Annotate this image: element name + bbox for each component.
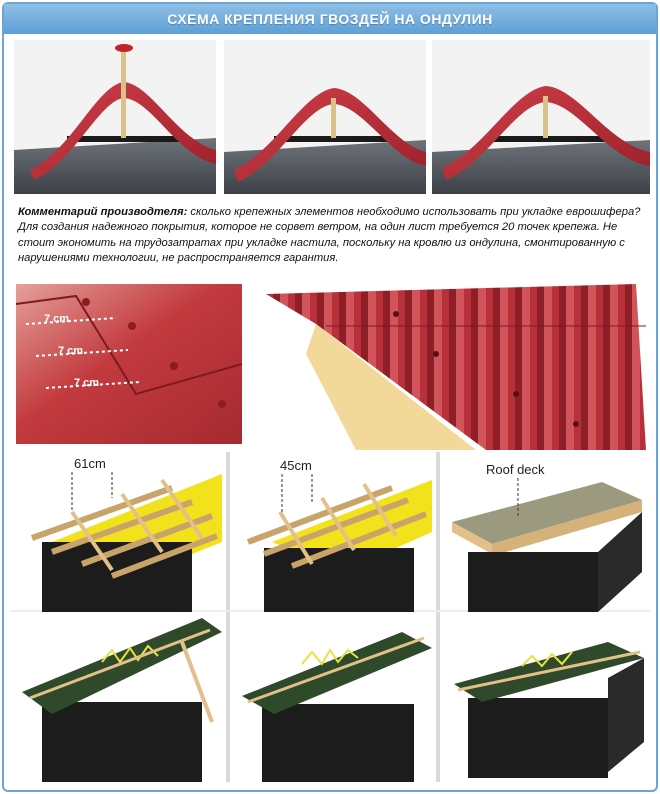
finished-roof-2 xyxy=(242,632,432,782)
title-banner: СХЕМА КРЕПЛЕНИЯ ГВОЗДЕЙ НА ОНДУЛИН xyxy=(4,4,656,34)
comment-body: сколько крепежных элементов необходимо и… xyxy=(18,206,641,265)
overlap-detail: 7 cm 7 cm 7 cm xyxy=(16,284,243,444)
comment-lead: Комментарий производтеля: xyxy=(18,206,188,218)
overlap-illustrations: 7 cm 7 cm 7 cm xyxy=(16,284,646,450)
batten-diagrams: 61cm 45cm Roof d xyxy=(22,456,644,782)
corrugated-roof xyxy=(256,284,646,450)
ridge-panel-1 xyxy=(14,40,216,194)
spacing-label-61cm: 61cm xyxy=(74,456,106,471)
nail-cap-icon xyxy=(115,44,133,52)
ridge-nailing-illustrations xyxy=(14,40,650,194)
overlap-label-2: 7 cm xyxy=(58,345,83,357)
divider-2 xyxy=(436,452,440,782)
finished-roof-3 xyxy=(454,642,644,778)
spacing-label-45cm: 45cm xyxy=(280,458,312,473)
overlap-label-1: 7 cm xyxy=(44,313,69,325)
divider-1 xyxy=(226,452,230,782)
framing-roof-deck: Roof deck xyxy=(452,462,642,612)
roof-deck-label: Roof deck xyxy=(486,462,545,477)
ridge-panel-3 xyxy=(432,40,650,194)
ridge-panel-2 xyxy=(224,40,426,194)
framing-61cm: 61cm xyxy=(30,456,222,612)
manufacturer-comment: Комментарий производтеля: сколько крепеж… xyxy=(18,205,644,267)
nail-shaft xyxy=(121,48,126,138)
page-title: СХЕМА КРЕПЛЕНИЯ ГВОЗДЕЙ НА ОНДУЛИН xyxy=(167,11,493,27)
framing-45cm: 45cm xyxy=(246,458,432,612)
overlap-label-3: 7 cm xyxy=(74,377,99,389)
finished-roof-1 xyxy=(22,618,222,782)
